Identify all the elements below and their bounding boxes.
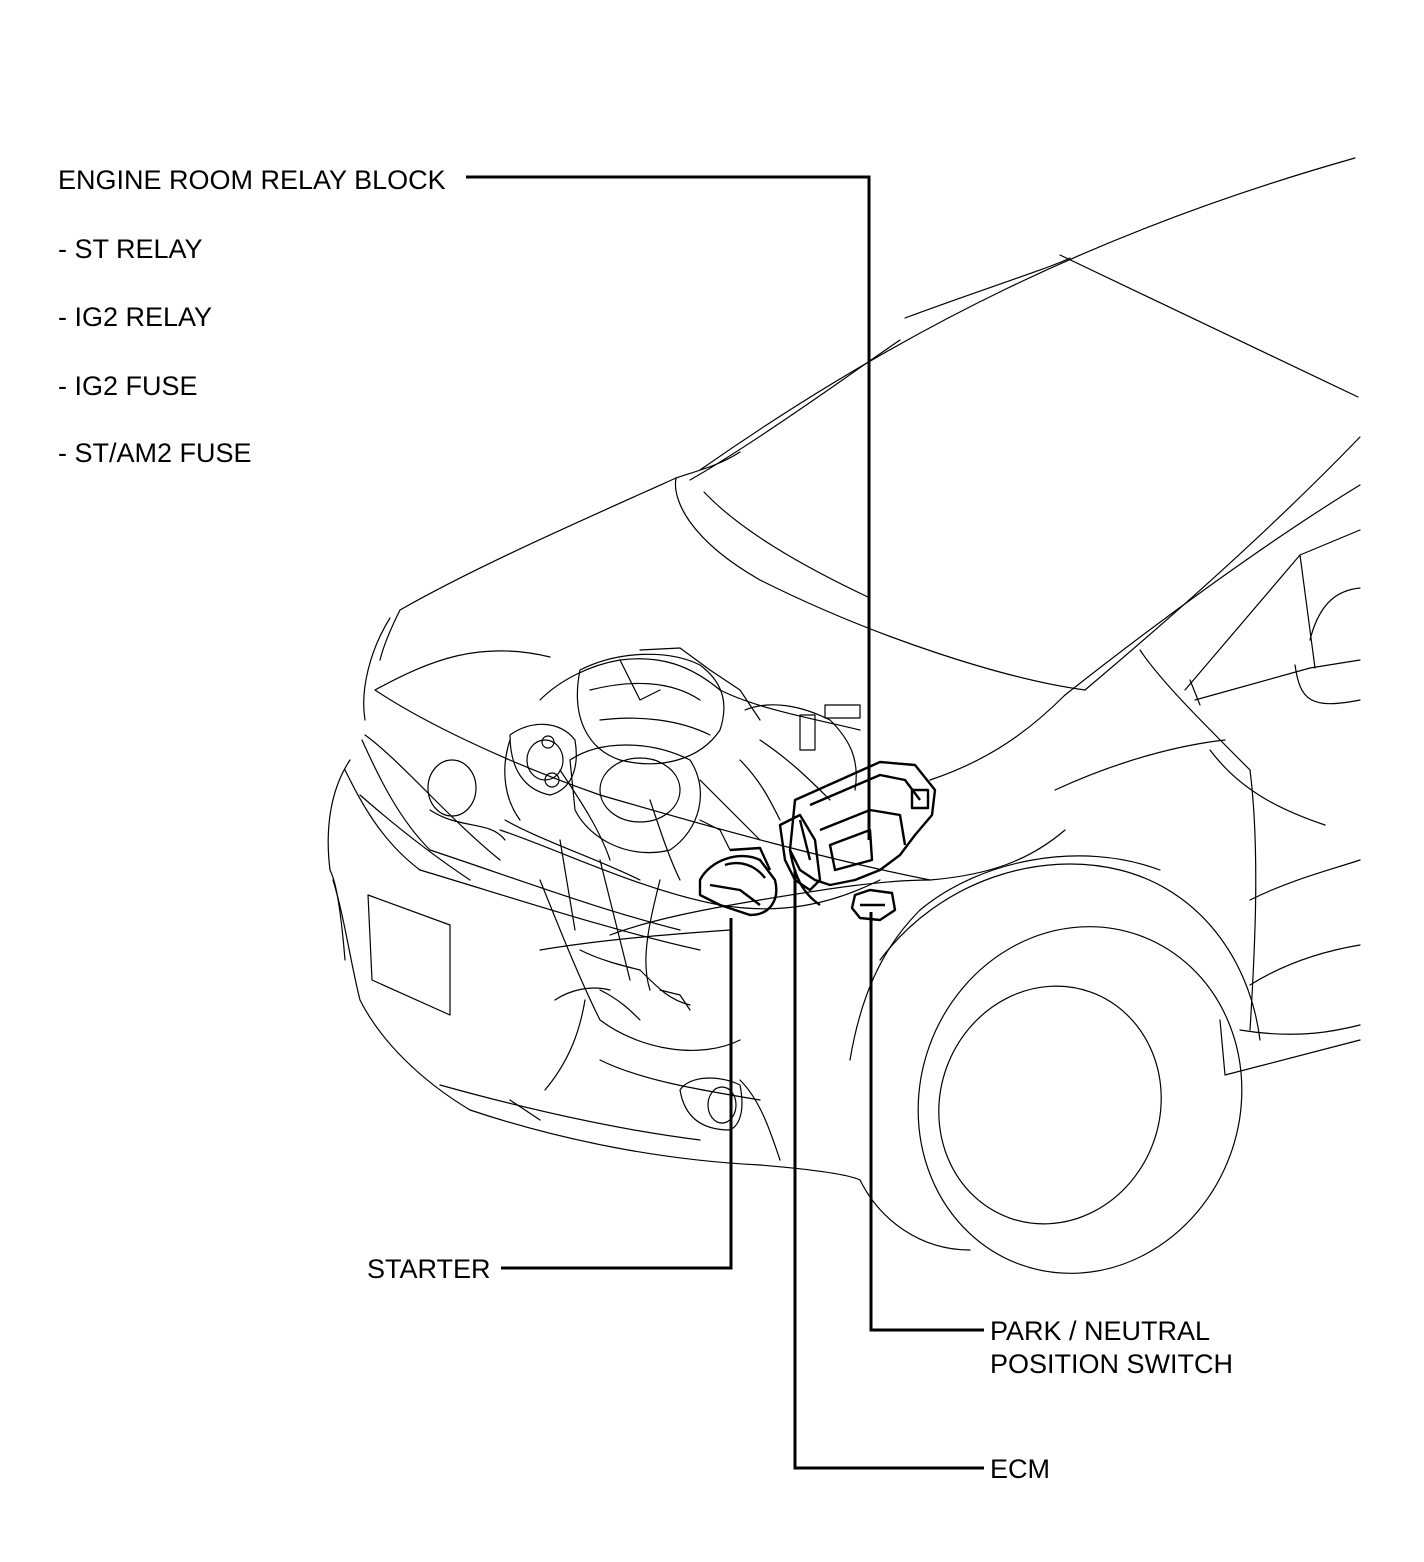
park-neutral-position-switch-illustration [850,888,897,922]
starter-leader-line [501,918,733,1270]
engine-illustration [509,647,861,1021]
relay-block-item-ig2-relay: - IG2 RELAY [58,302,213,332]
vehicle-body-outline [327,157,1361,1274]
starter-label: STARTER [367,1254,491,1284]
ecm-label: ECM [990,1454,1050,1484]
starter-illustration [698,846,778,917]
park-neutral-label-line1: PARK / NEUTRAL [990,1316,1211,1346]
park-neutral-label-line2: POSITION SWITCH [990,1349,1233,1379]
relay-block-item-ig2-fuse: - IG2 FUSE [58,371,198,401]
ecm-illustration [778,813,822,892]
ecm-leader-line [793,870,984,1470]
relay-block-leader-line [466,175,871,840]
relay-block-title: ENGINE ROOM RELAY BLOCK [58,165,446,195]
relay-block-item-st-am2-fuse: - ST/AM2 FUSE [58,438,252,468]
relay-block-item-st-relay: - ST RELAY [58,234,203,264]
park-neutral-leader-line [869,912,984,1332]
